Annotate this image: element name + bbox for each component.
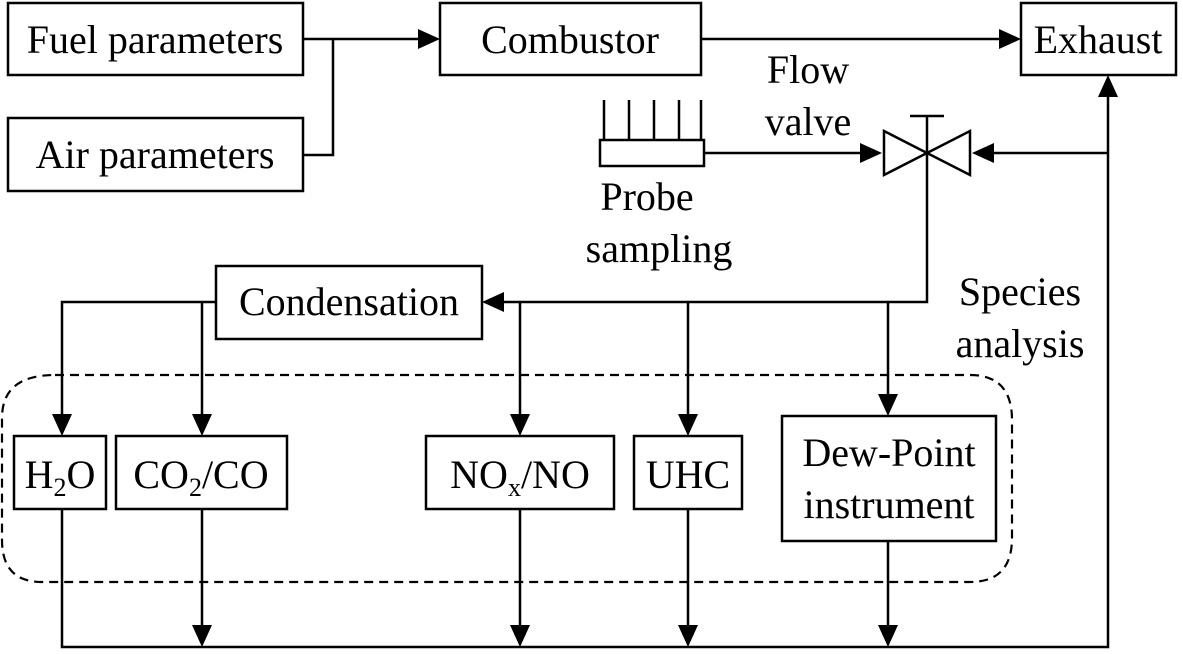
- valve-to-distribution-line: [500, 153, 929, 304]
- dew-point-output-arrow: [878, 625, 898, 647]
- h2o-box: [12, 434, 108, 511]
- co2-input-arrow: [192, 414, 212, 436]
- condensation-to-h2o-line: [60, 300, 216, 420]
- nox-output-arrow: [510, 625, 530, 647]
- fuel-parameters-box: [6, 1, 305, 77]
- uhc-output-arrow: [678, 625, 698, 647]
- dew-point-label-line1: Dew-Point: [802, 430, 975, 475]
- condensation-input-arrow: [482, 292, 504, 312]
- condensation-box: [214, 264, 484, 341]
- air-parameters-box: [6, 116, 305, 193]
- exhaust-label: Exhaust: [1034, 17, 1163, 62]
- valve-right-arrow: [972, 143, 994, 163]
- exhaust-return-arrow: [1098, 75, 1118, 97]
- flow-valve-label-line1: Flow: [767, 47, 849, 92]
- h2o-input-arrow: [52, 414, 72, 436]
- flow-valve-symbol: [882, 114, 972, 178]
- combustor-label: Combustor: [481, 17, 659, 62]
- probe-sampling-label-line2: sampling: [586, 226, 733, 271]
- condensation-label: Condensation: [239, 279, 459, 324]
- valve-left-arrow: [860, 143, 882, 163]
- exhaust-box: [1019, 1, 1178, 77]
- return-to-exhaust-line: [60, 96, 1110, 649]
- exhaust-input-arrow: [999, 29, 1021, 49]
- nox-no-box: [424, 434, 616, 511]
- dew-point-instrument-box: [780, 414, 998, 543]
- uhc-label: UHC: [646, 452, 730, 497]
- air-to-combustor-line: [303, 39, 335, 157]
- co2-output-arrow: [192, 625, 212, 647]
- air-parameters-label: Air parameters: [36, 132, 275, 177]
- probe-sampling-label-line1: Probe: [600, 174, 693, 219]
- uhc-input-arrow: [678, 414, 698, 436]
- species-analysis-label-line1: Species: [959, 269, 1081, 314]
- probe-body: [598, 138, 706, 168]
- probe-tubes: [602, 100, 703, 140]
- co2-co-label: CO2/CO: [133, 452, 268, 502]
- analyzer-group-outline: [0, 373, 1014, 584]
- species-analysis-label-line2: analysis: [956, 321, 1085, 366]
- h2o-label: H2O: [25, 452, 96, 502]
- combustor-box: [438, 1, 703, 77]
- dew-point-input-arrow: [878, 394, 898, 416]
- dew-point-label-line2: instrument: [803, 482, 974, 527]
- nox-input-arrow: [510, 414, 530, 436]
- fuel-parameters-label: Fuel parameters: [27, 17, 284, 62]
- flow-valve-label-line2: valve: [765, 99, 852, 144]
- nox-no-label: NOx/NO: [450, 452, 590, 502]
- combustor-input-arrow: [418, 29, 440, 49]
